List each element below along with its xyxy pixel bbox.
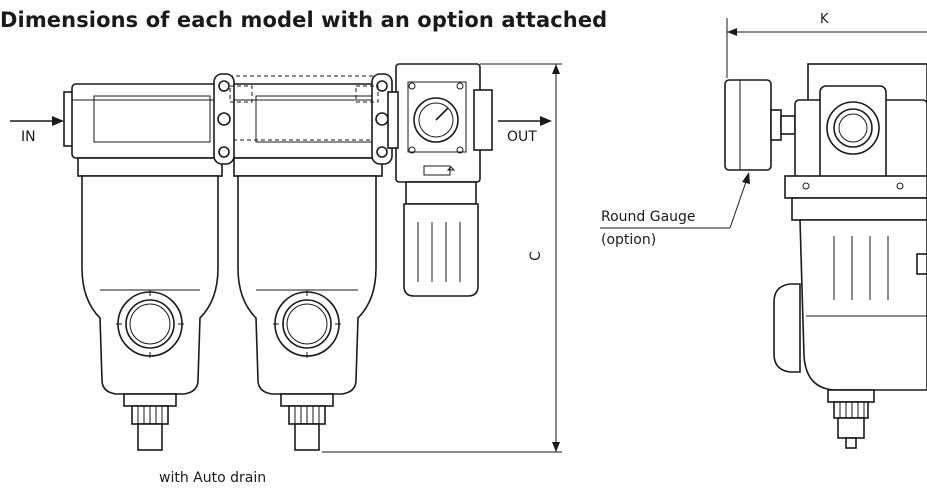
side-view <box>600 18 927 449</box>
outlet-label: OUT <box>507 129 537 145</box>
inlet-label: IN <box>21 129 36 145</box>
front-view <box>10 63 562 453</box>
filter-unit-1 <box>63 83 229 451</box>
round-gauge <box>724 79 796 171</box>
outlet-arrow <box>498 116 552 126</box>
dimension-k-label: K <box>820 12 829 27</box>
gauge-leader <box>600 172 750 229</box>
page-title: Dimensions of each model with an option … <box>0 8 608 32</box>
dimension-c-line <box>322 63 562 453</box>
inlet-arrow <box>10 116 64 126</box>
regulator-unit <box>387 63 493 297</box>
dimension-c-label: C <box>527 251 544 261</box>
filter-unit-2 <box>227 83 389 451</box>
figure-caption: with Auto drain <box>159 470 267 486</box>
joint-brackets <box>213 73 393 165</box>
gauge-note: (option) <box>601 232 657 248</box>
gauge-label: Round Gauge <box>601 209 696 225</box>
dimension-k-line <box>726 18 927 78</box>
side-body <box>773 63 927 449</box>
